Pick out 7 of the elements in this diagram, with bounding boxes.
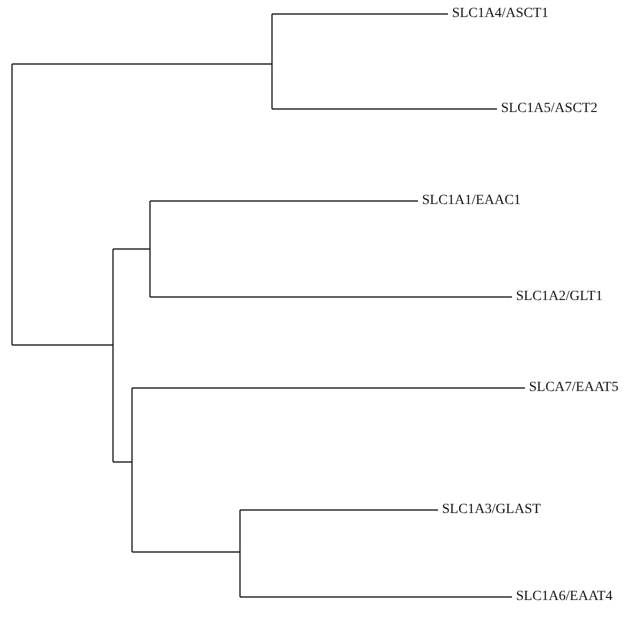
leaf-label: SLC1A3/GLAST	[442, 502, 541, 518]
leaf-label: SLC1A1/EAAC1	[422, 193, 521, 209]
leaf-label: SLCA7/EAAT5	[529, 380, 618, 396]
leaf-label: SLC1A4/ASCT1	[452, 6, 548, 22]
leaf-label: SLC1A2/GLT1	[516, 289, 603, 305]
leaf-label: SLC1A6/EAAT4	[516, 589, 612, 605]
leaf-label: SLC1A5/ASCT2	[501, 101, 598, 117]
